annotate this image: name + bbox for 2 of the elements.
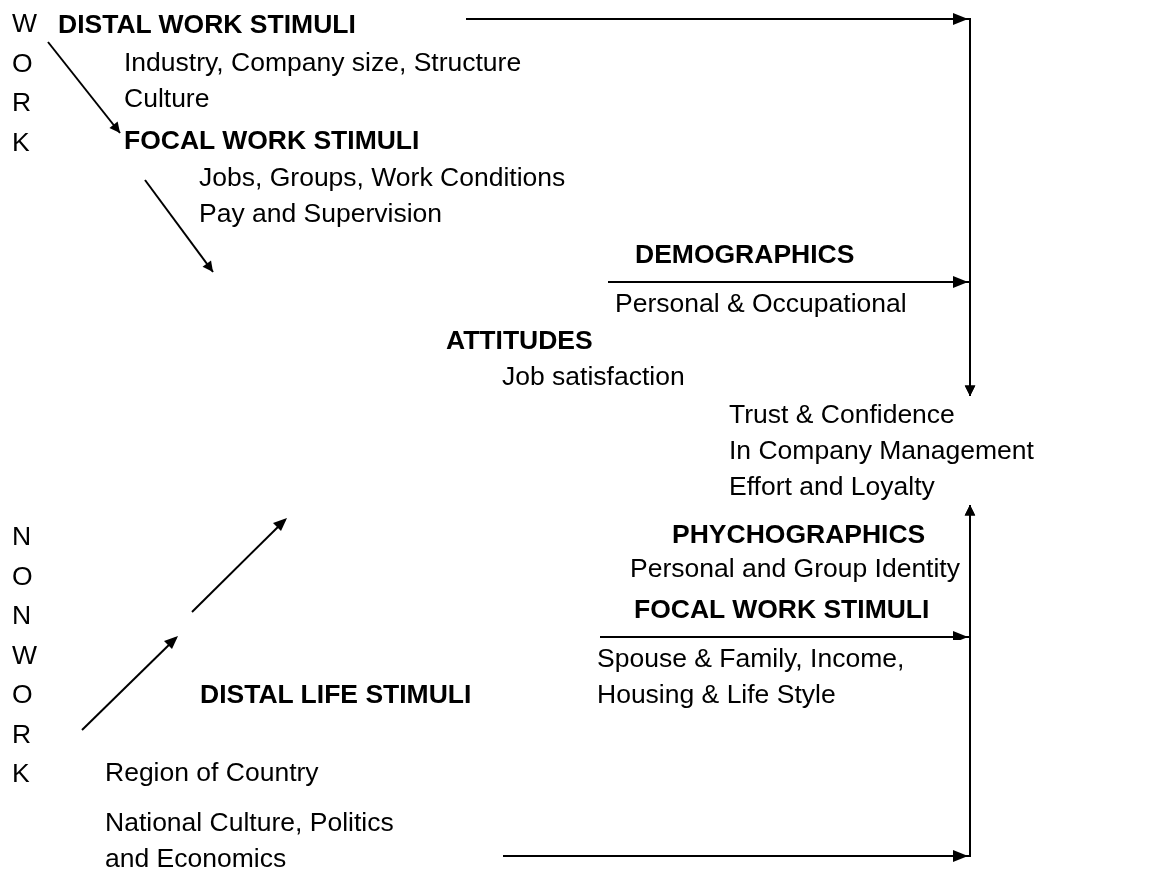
vertical-label: WORK [12,7,38,159]
vertical-label: NONWORK [12,520,38,790]
